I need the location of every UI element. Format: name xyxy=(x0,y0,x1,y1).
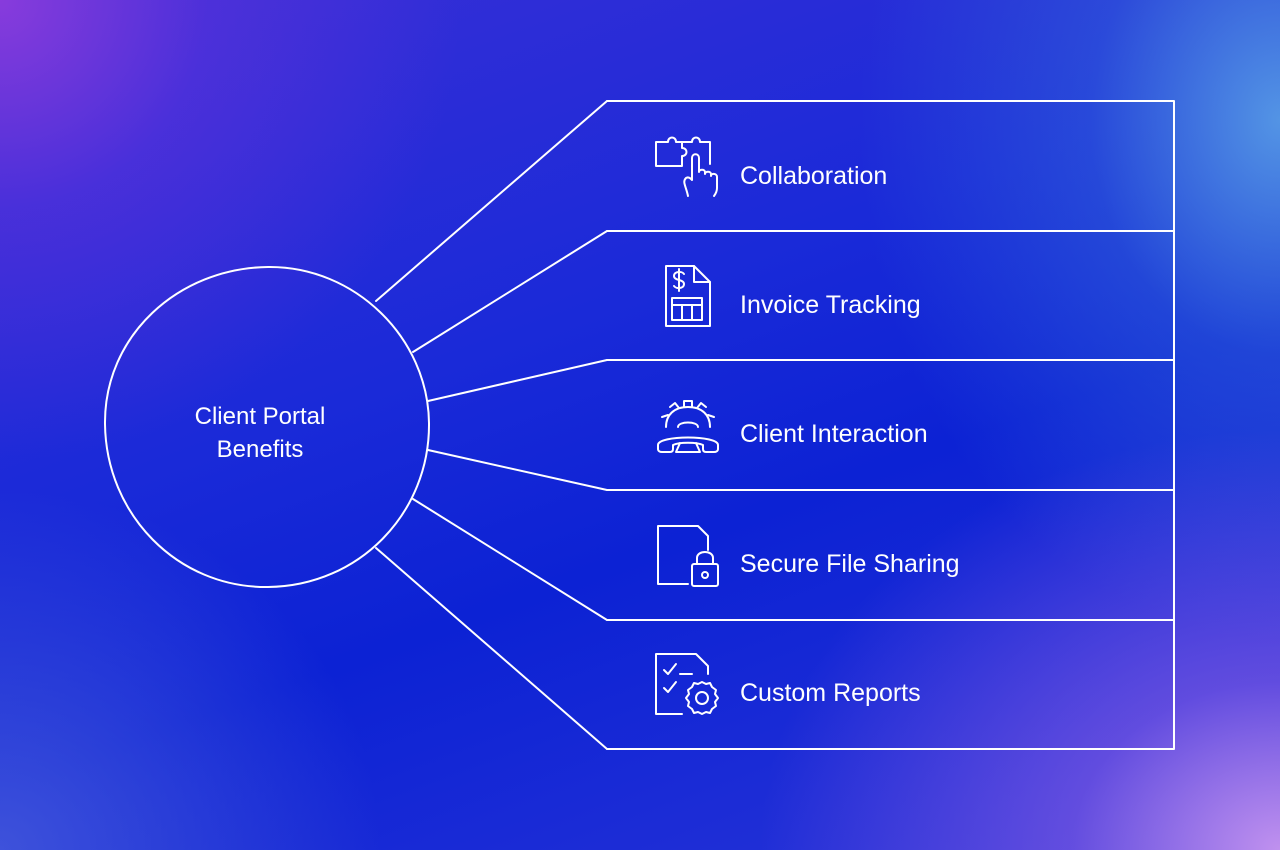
hub-circle xyxy=(103,265,431,589)
connector-1 xyxy=(375,100,608,302)
puzzle-hand-icon xyxy=(652,134,724,202)
connector-3 xyxy=(427,449,608,491)
connector-2 xyxy=(427,359,608,402)
gear-phone-icon xyxy=(652,395,724,463)
connector-4 xyxy=(412,498,608,621)
hub-label-line2: Benefits xyxy=(216,436,304,463)
connector-5 xyxy=(375,547,608,750)
item-label-collaboration: Collaboration xyxy=(740,162,888,190)
hub-label: Client Portal Benefits xyxy=(140,400,380,466)
item-label-custom-reports: Custom Reports xyxy=(740,679,921,707)
hub-label-line1: Client Portal xyxy=(194,403,326,430)
checklist-gear-icon xyxy=(652,650,724,718)
connector-1b xyxy=(412,230,608,353)
locked-file-icon xyxy=(652,522,724,590)
item-label-client-interaction: Client Interaction xyxy=(740,420,928,448)
item-label-secure-file-sharing: Secure File Sharing xyxy=(740,550,960,578)
invoice-document-icon xyxy=(652,262,724,330)
band-frame xyxy=(606,100,1175,750)
item-label-invoice-tracking: Invoice Tracking xyxy=(740,291,921,319)
